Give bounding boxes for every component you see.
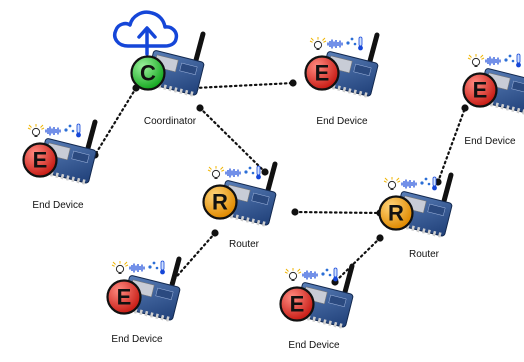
- thermometer-icon: [76, 123, 81, 138]
- humidity-icon: [64, 124, 75, 133]
- node-end-device-1: E: [22, 119, 98, 185]
- node-label: End Device: [288, 340, 340, 351]
- humidity-icon: [420, 177, 431, 186]
- thermometer-icon: [516, 53, 521, 68]
- link-coordinator-router-1: [196, 104, 269, 176]
- dotted-connector: [436, 106, 467, 184]
- sound-wave-icon: [327, 39, 343, 49]
- sensor-icons: [383, 176, 437, 191]
- node-letter: E: [473, 78, 488, 103]
- humidity-icon: [504, 54, 515, 63]
- sensor-icons: [27, 123, 81, 138]
- node-label: End Device: [316, 116, 368, 127]
- dotted-connector: [198, 106, 267, 174]
- link-router-1-router-2: [291, 208, 384, 217]
- router-badge: R: [202, 184, 238, 220]
- sensor-icons: [467, 53, 521, 68]
- bulb-icon: [383, 177, 401, 190]
- node-label: End Device: [111, 334, 163, 345]
- connector-end-dot: [261, 168, 269, 176]
- connector-end-dot: [196, 104, 204, 112]
- humidity-icon: [244, 166, 255, 175]
- end-device-badge: E: [462, 72, 498, 108]
- nodes-layer: C R R E E E E E: [22, 31, 524, 329]
- node-end-device-2: E: [304, 32, 380, 98]
- dotted-connector: [93, 86, 138, 157]
- dotted-connector: [293, 210, 382, 215]
- bulb-icon: [284, 268, 302, 281]
- connector-end-dot: [461, 104, 469, 112]
- connector-end-dot: [289, 79, 297, 87]
- dotted-connector: [193, 81, 295, 90]
- coordinator-badge: C: [130, 55, 166, 91]
- sound-wave-icon: [302, 270, 318, 280]
- connector-end-dot: [376, 234, 384, 242]
- bulb-icon: [207, 166, 225, 179]
- sound-wave-icon: [45, 126, 61, 136]
- thermometer-icon: [432, 176, 437, 191]
- node-end-device-3: E: [462, 53, 524, 115]
- node-router-2: R: [378, 172, 454, 238]
- node-label: End Device: [464, 136, 516, 147]
- connector-end-dot: [291, 208, 299, 216]
- node-letter: E: [33, 148, 48, 173]
- bulb-icon: [27, 124, 45, 137]
- node-label: Coordinator: [143, 116, 197, 127]
- humidity-icon: [148, 261, 159, 270]
- node-coordinator: C: [130, 31, 206, 97]
- thermometer-icon: [256, 165, 261, 180]
- sound-wave-icon: [485, 56, 501, 66]
- node-label: Router: [408, 249, 440, 260]
- bulb-icon: [111, 261, 129, 274]
- sound-wave-icon: [401, 179, 417, 189]
- sensor-icons: [309, 36, 363, 51]
- end-device-badge: E: [106, 279, 142, 315]
- thermometer-icon: [160, 260, 165, 275]
- node-letter: E: [315, 61, 330, 86]
- node-label: End Device: [32, 200, 84, 211]
- cloud-upload-icon: [113, 10, 179, 56]
- humidity-icon: [321, 268, 332, 277]
- thermometer-icon: [333, 267, 338, 282]
- connector-end-dot: [211, 229, 219, 237]
- humidity-icon: [346, 37, 357, 46]
- sound-wave-icon: [129, 263, 145, 273]
- node-letter: C: [140, 61, 156, 86]
- node-letter: R: [212, 190, 228, 215]
- node-letter: E: [117, 285, 132, 310]
- sensor-icons: [207, 165, 261, 180]
- node-router-1: R: [202, 161, 278, 227]
- link-coordinator-end-device-1: [91, 84, 140, 159]
- link-coordinator-end-device-2: [191, 79, 297, 92]
- end-device-badge: E: [22, 142, 58, 178]
- links-layer: [91, 79, 469, 305]
- end-device-badge: E: [279, 286, 315, 322]
- node-end-device-4: E: [106, 256, 182, 322]
- bulb-icon: [467, 54, 485, 67]
- sound-wave-icon: [225, 168, 241, 178]
- node-end-device-5: E: [279, 263, 355, 329]
- dotted-connector: [333, 236, 382, 284]
- thermometer-icon: [358, 36, 363, 51]
- node-label: Router: [228, 239, 260, 250]
- bulb-icon: [309, 37, 327, 50]
- node-letter: R: [388, 201, 404, 226]
- link-router-2-end-device-5: [331, 234, 384, 286]
- sensor-icons: [284, 267, 338, 282]
- end-device-badge: E: [304, 55, 340, 91]
- node-letter: E: [290, 292, 305, 317]
- sensor-icons: [111, 260, 165, 275]
- router-badge: R: [378, 195, 414, 231]
